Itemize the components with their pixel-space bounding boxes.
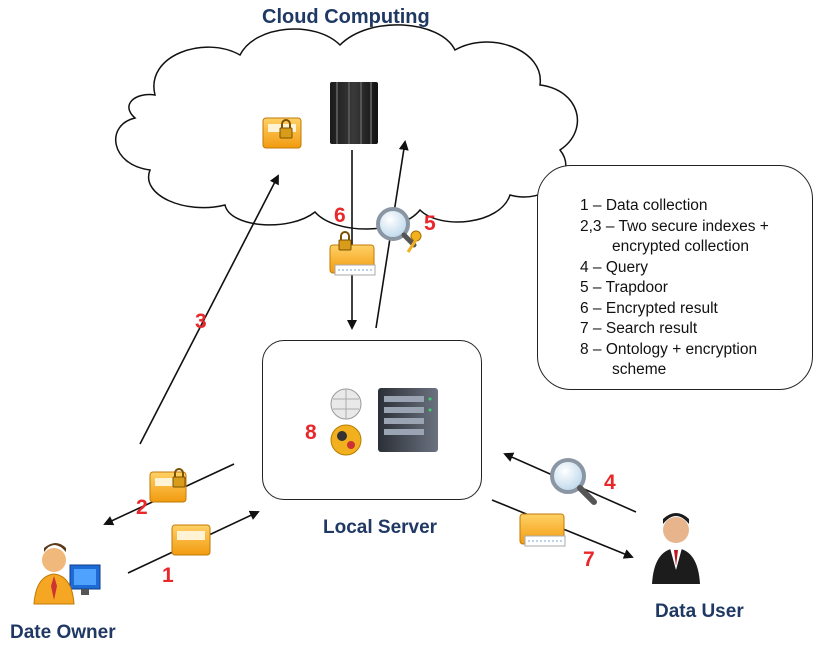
magnifier-key-icon [376, 207, 422, 253]
legend-list: 1 – Data collection 2,3 – Two secure ind… [580, 196, 769, 381]
locked-document-folder-icon [329, 231, 376, 276]
arrow-indexes-to-cloud [139, 174, 279, 445]
legend-item: 4 – Query [580, 258, 769, 279]
legend-item: 8 – Ontology + encryption scheme [580, 340, 769, 381]
legend-item-text: 4 – Query [580, 258, 649, 276]
legend-item-text: 5 – Trapdoor [580, 279, 668, 296]
step-4-label: 4 [604, 471, 616, 494]
step-5-label: 5 [424, 212, 436, 235]
legend-item-continuation: encrypted collection [612, 238, 749, 255]
step-7-label: 7 [583, 548, 595, 571]
legend-item-continuation: scheme [612, 361, 667, 378]
server-rack-icon [330, 82, 378, 144]
local-server-title: Local Server [323, 517, 438, 538]
businessman-icon [652, 513, 700, 584]
data-owner-title: Date Owner [10, 622, 116, 643]
legend-item-text: 8 – Ontology + encryption [580, 340, 758, 358]
local-server-box [262, 340, 482, 500]
legend-item: 7 – Search result [580, 319, 769, 340]
folder-icon [171, 524, 211, 556]
cloud-computing-title: Cloud Computing [262, 6, 430, 28]
step-3-label: 3 [195, 310, 207, 333]
legend-item-text: 6 – Encrypted result [580, 299, 718, 317]
step-6-label: 6 [334, 204, 346, 227]
user-computer-icon [33, 543, 101, 605]
legend-item-text: 7 – Search result [580, 320, 698, 337]
step-2-label: 2 [136, 496, 148, 519]
legend-item: 2,3 – Two secure indexes + encrypted coll… [580, 217, 769, 258]
step-8-label: 8 [305, 421, 317, 444]
legend-item: 5 – Trapdoor [580, 278, 769, 299]
legend-box: 1 – Data collection 2,3 – Two secure ind… [537, 165, 813, 390]
locked-folder-icon [149, 468, 187, 503]
magnifier-icon [550, 458, 597, 505]
locked-folder-icon [262, 117, 302, 149]
document-folder-icon [519, 513, 566, 547]
data-user-title: Data User [655, 601, 744, 622]
legend-item: 1 – Data collection [580, 196, 769, 217]
legend-item-text: 2,3 – Two secure indexes + [580, 217, 769, 235]
legend-item-text: 1 – Data collection [580, 197, 708, 214]
step-1-label: 1 [162, 564, 174, 587]
legend-item: 6 – Encrypted result [580, 299, 769, 320]
